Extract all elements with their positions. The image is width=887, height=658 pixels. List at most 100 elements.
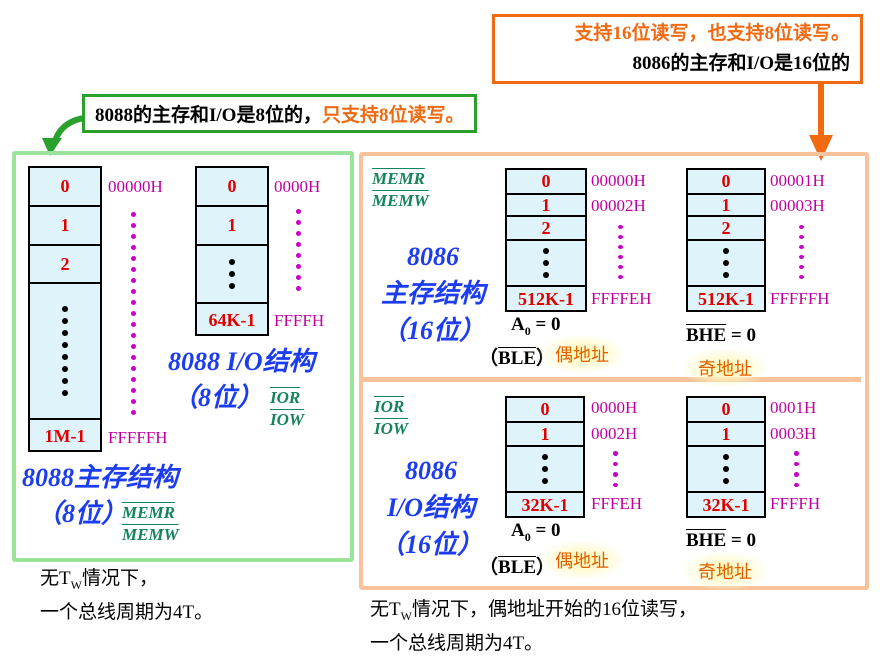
addr-last: FFFFFH	[108, 428, 168, 447]
io-cell: 32K-1	[702, 495, 750, 515]
odd-address-label: 奇地址	[682, 552, 768, 590]
callout-8088-part1: 8088的主存和I/O是8位的，	[95, 105, 322, 126]
callout-8088-arrow	[42, 115, 85, 156]
even-address-label: 偶地址	[539, 335, 625, 373]
note-sub: W	[70, 577, 82, 592]
addr-last: FFFFH	[274, 311, 325, 330]
io8086-odd-column: 0 1 32K-1	[686, 396, 766, 518]
title-line: I/O结构	[386, 493, 476, 522]
paren: （	[479, 348, 499, 369]
note-text: 情况下，偶地址开始的16位读写，	[411, 599, 697, 620]
addr-1: 0001H	[770, 398, 817, 417]
io8088-column: 0 1 64K-1	[195, 166, 269, 336]
callout-8086: 支持16位读写，也支持8位读写。 8086的主存和I/O是16位的	[492, 14, 863, 84]
io8086-signals: IOR IOW	[374, 396, 408, 440]
a0-sub: 0	[524, 529, 531, 544]
io8086-a0: A0 = 0	[511, 520, 561, 545]
io8088-signals: IOR IOW	[270, 387, 304, 431]
addr-last: FFFEH	[591, 494, 643, 513]
mem-cell: 2	[30, 246, 100, 284]
addr-last: FFFFH	[770, 494, 821, 513]
mem8086-title: 8086 主存结构 （16位）	[368, 238, 498, 349]
io-cell: 1	[507, 423, 583, 447]
a0-label: A	[511, 314, 525, 335]
callout-8086-pointer	[818, 83, 824, 138]
mem-cell: 512K-1	[518, 289, 574, 309]
a0-value: = 0	[530, 314, 561, 335]
title-line: 8086	[405, 456, 457, 485]
io-cell: 64K-1	[208, 309, 256, 330]
callout-8086-line2: 8086的主存和I/O是16位的	[632, 53, 850, 74]
addr-first: 0000H	[274, 177, 321, 196]
io8086-bhe: BHE = 0	[686, 530, 756, 552]
ellipsis-dots	[688, 447, 764, 493]
note-text: 情况下，	[81, 568, 158, 589]
mem-cell: 2	[507, 217, 585, 241]
signal-iow: IOW	[374, 419, 409, 438]
mem8088-column: 0 1 2 1M-1	[28, 166, 102, 452]
io8088-title-sub: （8位）	[172, 383, 264, 412]
mem8088-signals: MEMR MEMW	[122, 502, 179, 546]
mem-cell: 1	[30, 207, 100, 246]
ble-signal: BLE	[498, 557, 537, 578]
title-line: 8086	[407, 242, 459, 271]
io8086-title: 8086 I/O结构 （16位）	[366, 452, 496, 563]
callout-8088: 8088的主存和I/O是8位的，只支持8位读写。	[82, 94, 478, 133]
a0-sub: 0	[524, 323, 531, 338]
note-text: 无T	[40, 568, 71, 589]
address-dots	[609, 448, 621, 490]
mem8086-odd-column: 0 1 2 512K-1	[686, 168, 766, 312]
address-dots	[292, 205, 304, 295]
even-address-label: 偶地址	[539, 541, 625, 579]
signal-iow: IOW	[270, 410, 305, 429]
io-cell: 1	[688, 423, 764, 447]
mem8086-signals: MEMR MEMW	[372, 168, 429, 212]
ellipsis-dots	[688, 241, 764, 287]
io8088-title: 8088 I/O结构	[168, 344, 315, 380]
note-right-line1: 无TW情况下，偶地址开始的16位读写，	[370, 596, 697, 630]
mem-cell: 0	[30, 168, 100, 207]
mem-cell: 1	[688, 195, 764, 217]
mem8088-title-sub: （8位）	[36, 499, 128, 528]
ellipsis-dots	[30, 284, 100, 420]
addr-2: 00002H	[591, 196, 646, 215]
mem8086-a0: A0 = 0	[511, 314, 561, 339]
panel-divider	[363, 377, 861, 382]
ellipsis-dots	[507, 447, 583, 493]
io-cell: 1	[197, 207, 267, 246]
panel-8086	[359, 152, 869, 590]
addr-1: 0000H	[591, 398, 638, 417]
mem8086-even-column: 0 1 2 512K-1	[505, 168, 587, 312]
note-right-line2: 一个总线周期为4T。	[370, 632, 544, 654]
bhe-value: = 0	[726, 325, 756, 346]
address-dots	[795, 222, 807, 282]
mem-cell: 0	[507, 170, 585, 195]
mem8088-title: 8088主存结构	[22, 463, 179, 492]
note-left: 无TW情况下， 一个总线周期为4T。	[40, 565, 213, 627]
signal-memw: MEMW	[122, 525, 179, 544]
address-dots	[127, 204, 139, 422]
signal-memw: MEMW	[372, 191, 429, 210]
signal-memr: MEMR	[372, 169, 425, 188]
bhe-signal: BHE	[686, 530, 727, 551]
mem-cell: 2	[688, 217, 764, 241]
addr-last: FFFFFH	[770, 289, 830, 308]
signal-ior: IOR	[374, 397, 405, 416]
mem-cell: 0	[688, 170, 764, 195]
address-dots	[790, 448, 802, 490]
mem-cell: 1M-1	[44, 425, 86, 446]
addr-2: 0003H	[770, 424, 817, 443]
mem-cell: 512K-1	[698, 289, 754, 309]
mem8086-bhe: BHE = 0	[686, 325, 756, 347]
note-text: 无T	[370, 599, 401, 620]
address-dots	[614, 222, 626, 282]
callout-8086-arrowhead	[809, 135, 833, 161]
ble-signal: BLE	[498, 348, 537, 369]
note-left-line2: 一个总线周期为4T。	[40, 601, 214, 623]
signal-ior: IOR	[270, 388, 301, 407]
addr-1: 00001H	[770, 171, 825, 190]
title-line: 8088 I/O结构	[168, 347, 315, 376]
a0-value: = 0	[530, 520, 561, 541]
addr-2: 0002H	[591, 424, 638, 443]
title-line: （16位）	[378, 530, 483, 559]
